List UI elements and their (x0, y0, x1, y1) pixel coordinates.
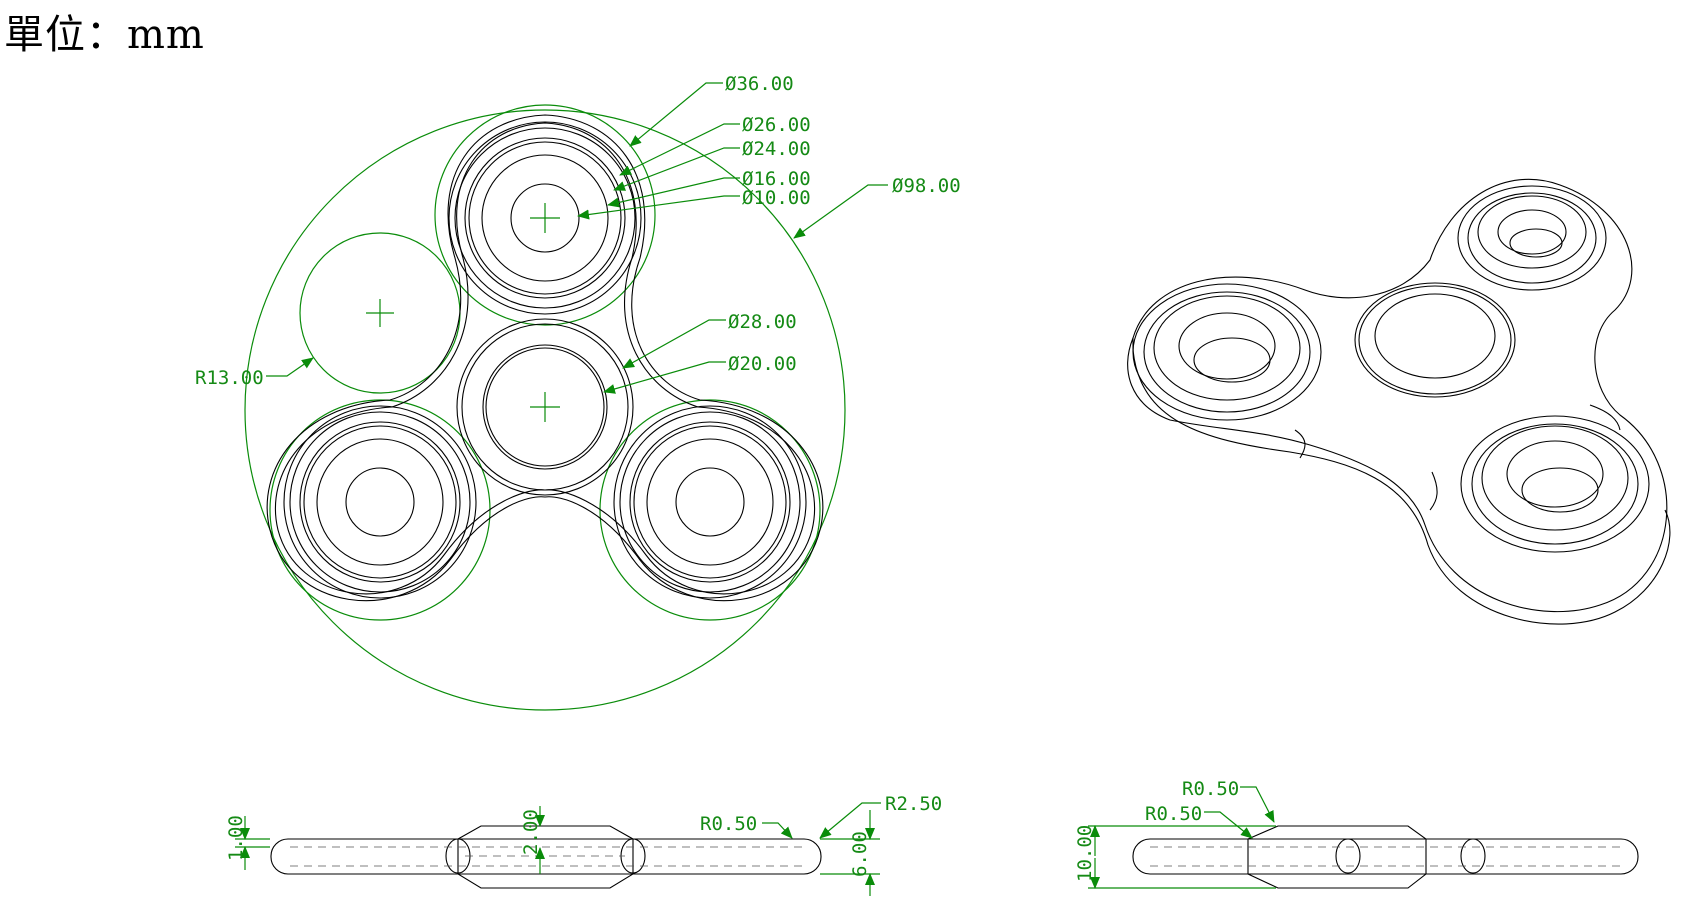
top-view-dimensions: Ø36.00 Ø26.00 Ø24.00 Ø16.00 Ø10.00 Ø98.0… (195, 73, 961, 394)
dim-t1: 1.00 (225, 815, 247, 861)
dim-d28: Ø28.00 (728, 311, 797, 333)
envelope-circle (244, 109, 846, 711)
center-bearing (456, 318, 634, 496)
dim-t10: 10.00 (1074, 825, 1096, 882)
dim-r05: R0.50 (700, 813, 757, 835)
side-right-dimensions: R0.50 R0.50 10.00 (1074, 778, 1276, 889)
dim-r05a: R0.50 (1182, 778, 1239, 800)
dim-d20: Ø20.00 (728, 353, 797, 375)
right-lobe (613, 405, 807, 599)
dim-d10: Ø10.00 (742, 187, 811, 209)
isometric-view (1127, 178, 1671, 625)
side-view-left: 1.00 2.00 R0.50 R2.50 6.00 (225, 793, 942, 896)
construction-circle (434, 104, 656, 326)
spinner-outline (266, 114, 824, 602)
dim-d16: Ø16.00 (742, 168, 811, 190)
dim-d26: Ø26.00 (742, 114, 811, 136)
side-view-right: R0.50 R0.50 10.00 (1074, 778, 1639, 889)
dim-r25: R2.50 (885, 793, 942, 815)
dim-d36: Ø36.00 (725, 73, 794, 95)
dim-d24: Ø24.00 (742, 138, 811, 160)
dim-r05b: R0.50 (1145, 803, 1202, 825)
dim-r13: R13.00 (195, 367, 264, 389)
unit-label: 單位：mm (4, 12, 205, 58)
dim-t2: 2.00 (520, 809, 542, 855)
side-left-dimensions: 1.00 2.00 R0.50 R2.50 6.00 (225, 793, 942, 896)
top-view: Ø36.00 Ø26.00 Ø24.00 Ø16.00 Ø10.00 Ø98.0… (195, 73, 961, 711)
left-lobe (283, 405, 477, 599)
dim-d98: Ø98.00 (892, 175, 961, 197)
top-lobe (448, 121, 642, 315)
dim-t6: 6.00 (849, 831, 871, 877)
